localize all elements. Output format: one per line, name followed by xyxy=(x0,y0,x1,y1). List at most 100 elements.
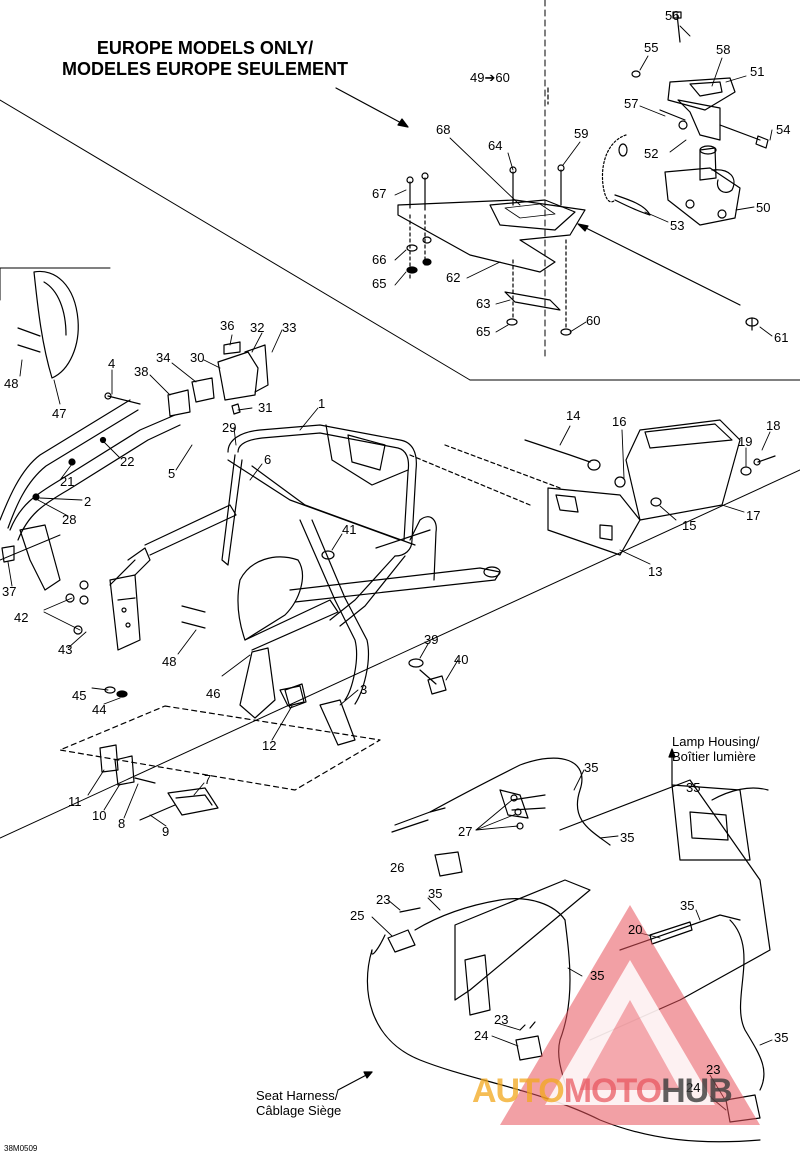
callout-53: 53 xyxy=(670,218,685,233)
callout-55: 55 xyxy=(644,40,659,55)
callout-21: 21 xyxy=(60,474,75,489)
callout-35-c: 35 xyxy=(620,830,635,845)
callout-30: 30 xyxy=(190,350,205,365)
lamp-housing-line-1: Lamp Housing/ xyxy=(672,734,760,749)
watermark-part-2: MOTO xyxy=(563,1072,662,1110)
lamp-housing-note: Lamp Housing/ Boîtier lumière xyxy=(672,734,759,764)
tow-hitch-assembly xyxy=(601,11,769,226)
hardware-fasteners xyxy=(104,550,447,698)
callout-17: 17 xyxy=(746,508,761,523)
callout-29: 29 xyxy=(222,420,237,435)
callout-14: 14 xyxy=(566,408,581,423)
callout-18: 18 xyxy=(766,418,781,433)
callout-12: 12 xyxy=(262,738,277,753)
callout-26: 26 xyxy=(390,860,405,875)
callout-35-g: 35 xyxy=(774,1030,789,1045)
callout-37: 37 xyxy=(2,584,17,599)
watermark-text: AUTOMOTOHUB xyxy=(472,1072,733,1111)
callout-8: 8 xyxy=(118,816,126,831)
tail-lamp-assembly xyxy=(409,419,776,556)
callout-25: 25 xyxy=(350,908,365,923)
callout-13: 13 xyxy=(648,564,663,579)
callout-3: 3 xyxy=(360,682,368,697)
wiring-harness xyxy=(337,748,771,1143)
callout-20: 20 xyxy=(628,922,643,937)
watermark-logo-mark xyxy=(500,905,760,1125)
callout-24-a: 24 xyxy=(474,1028,489,1043)
callout-48-right: 48 xyxy=(162,654,177,669)
seat-back-right xyxy=(181,556,339,719)
callout-15: 15 xyxy=(682,518,697,533)
seat-handle-left xyxy=(17,270,79,379)
callout-67: 67 xyxy=(372,186,387,201)
callout-54: 54 xyxy=(776,122,791,137)
cross-bar xyxy=(109,454,501,603)
main-rack-frame xyxy=(227,424,437,746)
callout-36: 36 xyxy=(220,318,235,333)
heading-line-1: EUROPE MODELS ONLY/ xyxy=(96,38,314,58)
callout-24-b: 24 xyxy=(686,1080,701,1095)
callout-22: 22 xyxy=(120,454,135,469)
callout-35-d: 35 xyxy=(428,886,443,901)
watermark-part-3: HUB xyxy=(661,1072,733,1110)
callout-39: 39 xyxy=(424,632,439,647)
callout-46: 46 xyxy=(206,686,221,701)
callout-42: 42 xyxy=(14,610,29,625)
watermark-part-1: AUTO xyxy=(472,1072,565,1110)
callout-47: 47 xyxy=(52,406,67,421)
callout-27: 27 xyxy=(458,824,473,839)
callout-1: 1 xyxy=(318,396,326,411)
callout-50: 50 xyxy=(756,200,771,215)
callout-28: 28 xyxy=(62,512,77,527)
switch-housing xyxy=(104,341,269,417)
seat-harness-line-2: Câblage Siège xyxy=(256,1103,342,1118)
callout-23-b: 23 xyxy=(494,1012,509,1027)
callout-5: 5 xyxy=(168,466,176,481)
callout-62: 62 xyxy=(446,270,461,285)
lamp-housing-line-2: Boîtier lumière xyxy=(672,749,756,764)
callout-2: 2 xyxy=(84,494,92,509)
callout-45: 45 xyxy=(72,688,87,703)
callout-64: 64 xyxy=(488,138,503,153)
callout-59: 59 xyxy=(574,126,589,141)
callout-9: 9 xyxy=(162,824,170,839)
left-bracket xyxy=(65,574,141,651)
callout-60: 60 xyxy=(586,313,601,328)
callout-38: 38 xyxy=(134,364,149,379)
left-arm-frame xyxy=(0,399,181,591)
callout-56: 56 xyxy=(665,8,680,23)
callout-34: 34 xyxy=(156,350,171,365)
small-parts-box xyxy=(59,685,381,821)
callout-16: 16 xyxy=(612,414,627,429)
heading-arrow xyxy=(335,87,549,128)
callout-40: 40 xyxy=(454,652,469,667)
callout-52: 52 xyxy=(644,146,659,161)
callout-35-b: 35 xyxy=(686,780,701,795)
seat-harness-line-1: Seat Harness/ xyxy=(256,1088,339,1103)
leader-lines xyxy=(7,25,773,1111)
callout-31: 31 xyxy=(258,400,273,415)
callout-4: 4 xyxy=(108,356,116,371)
callout-58: 58 xyxy=(716,42,731,57)
callout-57: 57 xyxy=(624,96,639,111)
range-label: 49➔60 xyxy=(470,70,510,85)
callout-10: 10 xyxy=(92,808,107,823)
europe-mount-plate xyxy=(397,164,759,336)
callout-35-a: 35 xyxy=(584,760,599,775)
callout-44: 44 xyxy=(92,702,107,717)
callout-19: 19 xyxy=(738,434,753,449)
callout-61: 61 xyxy=(774,330,789,345)
callout-63: 63 xyxy=(476,296,491,311)
callout-23-c: 23 xyxy=(706,1062,721,1077)
callout-6: 6 xyxy=(264,452,272,467)
heading-line-2: MODELES EUROPE SEULEMENT xyxy=(61,59,349,79)
callout-35-f: 35 xyxy=(590,968,605,983)
callout-33: 33 xyxy=(282,320,297,335)
europe-models-heading: EUROPE MODELS ONLY/ MODELES EUROPE SEULE… xyxy=(40,38,370,80)
callout-43: 43 xyxy=(58,642,73,657)
callout-35-e: 35 xyxy=(680,898,695,913)
callout-32: 32 xyxy=(250,320,265,335)
callout-23-a: 23 xyxy=(376,892,391,907)
